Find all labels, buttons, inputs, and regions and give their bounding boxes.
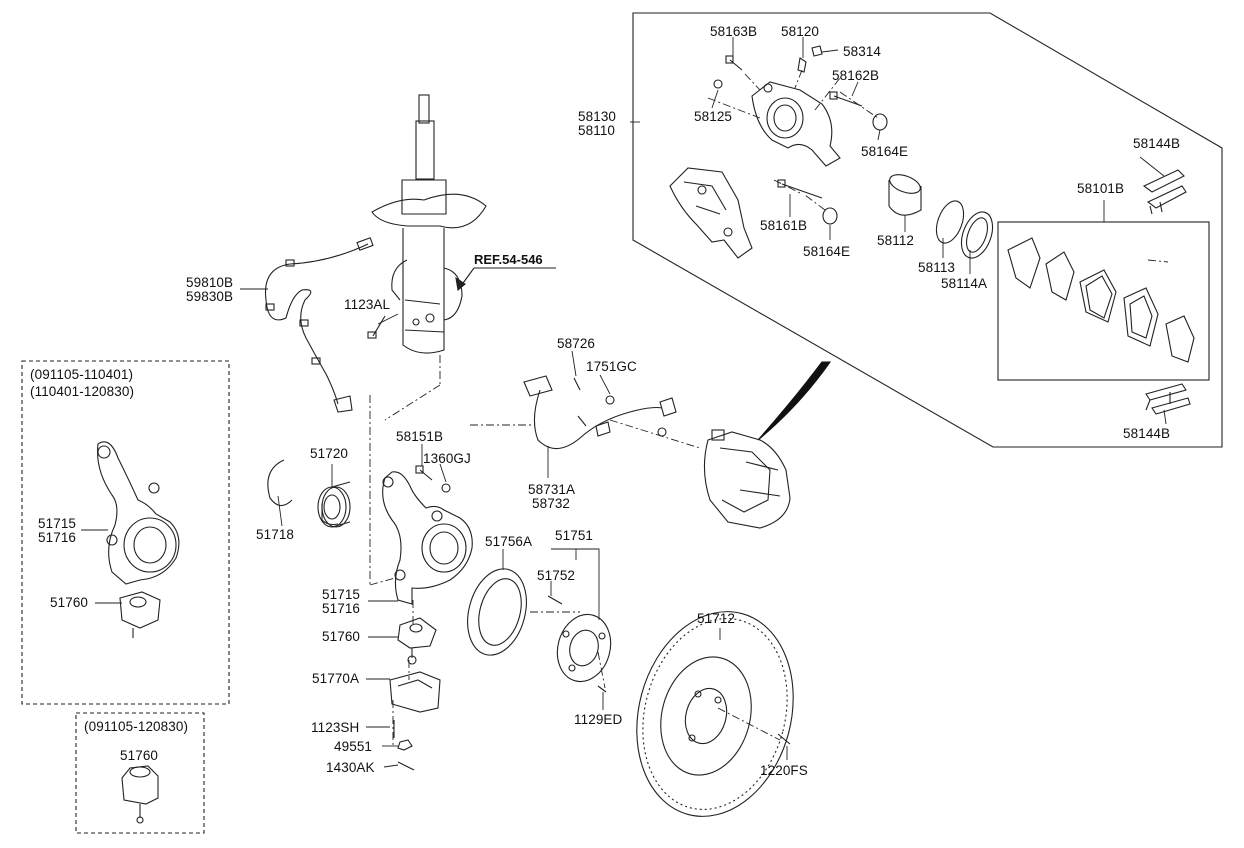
- pin-1430AK: [397, 761, 415, 771]
- part-label-51752: 51752: [537, 568, 576, 583]
- wheel-hub: [556, 613, 612, 683]
- strut-assembly: [371, 94, 487, 354]
- bolt-58726: [573, 377, 581, 391]
- part-label-51712: 51712: [697, 611, 736, 626]
- caliper-exploded-frame: [632, 12, 1223, 448]
- part-label-51715-variant: 51715: [38, 516, 77, 531]
- piston: [888, 174, 922, 216]
- steering-knuckle-main: [382, 471, 473, 605]
- reference-label: REF.54-546: [474, 252, 543, 267]
- part-label-51770A: 51770A: [312, 671, 360, 686]
- bolt-1123AL: [367, 315, 386, 339]
- balljoint-variant-box: [75, 712, 205, 834]
- part-label-51715-main: 51715: [322, 587, 361, 602]
- part-label-58114A: 58114A: [941, 276, 988, 291]
- part-label-58731A: 58731A: [528, 482, 576, 497]
- part-label-51760-main: 51760: [322, 629, 361, 644]
- part-label-51720: 51720: [310, 446, 349, 461]
- guide-pin-58162B: [833, 95, 863, 107]
- ball-joint-variant-a: [119, 591, 161, 638]
- anti-rattle-clip-bottom: [1145, 383, 1191, 415]
- screw-1220FS: [777, 733, 791, 745]
- part-label-1220FS: 1220FS: [760, 763, 808, 778]
- part-label-58164E-top: 58164E: [861, 144, 909, 159]
- washer-1751GC: [605, 395, 615, 405]
- hub-bolt-51752: [547, 595, 563, 605]
- cap-58314: [811, 45, 823, 57]
- part-label-51751: 51751: [555, 528, 594, 543]
- part-label-59810B: 59810B: [186, 275, 234, 290]
- detail-pointer: [757, 361, 832, 441]
- piston-seal: [935, 200, 965, 244]
- part-label-58101B: 58101B: [1077, 181, 1125, 196]
- part-label-1751GC: 1751GC: [586, 359, 637, 374]
- knuckle-variant-range-2: (110401-120830): [30, 384, 135, 399]
- part-label-58164E-bottom: 58164E: [803, 244, 851, 259]
- anti-rattle-clip-top: [1142, 169, 1187, 215]
- screw-1129ED: [597, 685, 607, 693]
- bolt-58163B: [729, 59, 743, 71]
- part-label-51718: 51718: [256, 527, 295, 542]
- part-label-51760-variant-a: 51760: [50, 595, 89, 610]
- part-label-58110: 58110: [578, 123, 616, 138]
- part-label-58144B-top: 58144B: [1133, 136, 1181, 151]
- part-label-51756A: 51756A: [485, 534, 533, 549]
- abs-sensor-harness: [264, 237, 374, 413]
- part-label-1123AL: 1123AL: [344, 297, 391, 312]
- balljoint-variant-range: (091105-120830): [84, 719, 189, 734]
- part-label-51716-variant: 51716: [38, 530, 77, 545]
- part-label-58163B: 58163B: [710, 24, 758, 39]
- part-label-1360GJ: 1360GJ: [423, 451, 471, 466]
- washer-58125: [713, 79, 723, 89]
- ball-joint-main: [397, 617, 437, 665]
- boot-58164E-a: [872, 113, 888, 131]
- dust-shield: [467, 568, 527, 656]
- nut-1360GJ: [441, 483, 451, 493]
- part-label-58726: 58726: [557, 336, 596, 351]
- ball-joint-variant-b: [121, 765, 159, 824]
- bleeder-58120: [797, 57, 807, 73]
- part-label-58732: 58732: [532, 496, 571, 511]
- part-label-49551: 49551: [334, 739, 373, 754]
- part-label-58161B: 58161B: [760, 218, 808, 233]
- steering-knuckle-variant: [97, 441, 180, 585]
- part-label-58113: 58113: [918, 260, 956, 275]
- part-label-1129ED: 1129ED: [574, 712, 623, 727]
- part-label-58314: 58314: [843, 44, 882, 59]
- part-label-58125: 58125: [694, 109, 733, 124]
- knuckle-variant-box: [21, 360, 230, 705]
- part-label-58144B-bottom: 58144B: [1123, 426, 1171, 441]
- caliper-body: [751, 81, 841, 167]
- snap-ring: [267, 459, 293, 507]
- nut-49551: [397, 739, 413, 751]
- part-label-58130: 58130: [578, 109, 617, 124]
- knuckle-variant-range-1: (091105-110401): [30, 367, 134, 382]
- part-label-51716-main: 51716: [322, 601, 361, 616]
- wheel-bearing: [317, 481, 351, 528]
- part-label-58162B: 58162B: [832, 68, 880, 83]
- brake-hose: [523, 375, 677, 450]
- part-label-59830B: 59830B: [186, 289, 234, 304]
- caliper-assembly: [703, 429, 791, 529]
- bolt-58151B: [415, 465, 433, 481]
- brake-disc: [636, 611, 794, 817]
- brake-pads: [1007, 237, 1195, 363]
- pad-set-box: [997, 221, 1210, 381]
- guide-pin-58161B: [781, 183, 823, 199]
- part-label-58151B: 58151B: [396, 429, 444, 444]
- dust-boot: [960, 211, 994, 259]
- part-label-58120: 58120: [781, 24, 820, 39]
- part-label-58112: 58112: [877, 233, 915, 248]
- part-label-51760-variant-b: 51760: [120, 748, 159, 763]
- boot-58164E-b: [822, 207, 838, 225]
- caliper-bracket: [669, 167, 753, 259]
- part-label-1123SH: 1123SH: [311, 720, 360, 735]
- part-label-1430AK: 1430AK: [326, 760, 375, 775]
- lower-arm-bracket: [389, 671, 441, 713]
